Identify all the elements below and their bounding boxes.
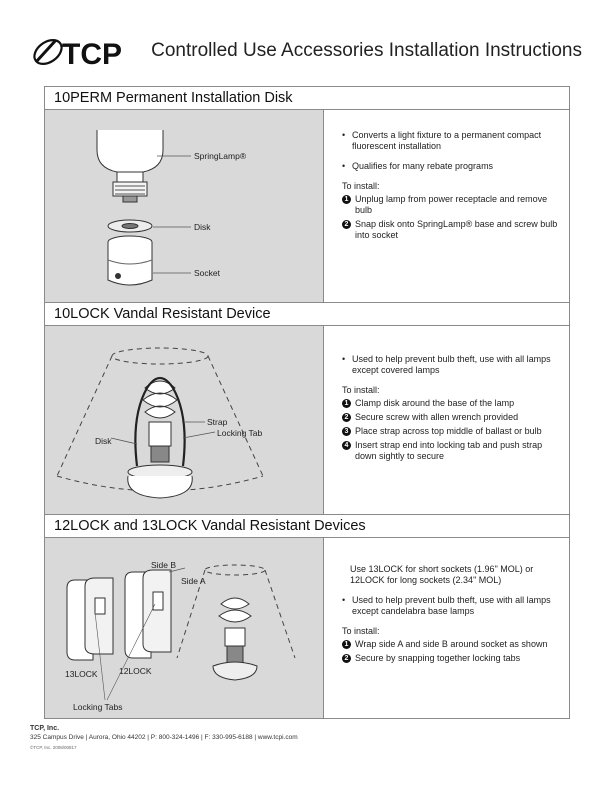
text-column: Converts a light fixture to a permanent … bbox=[324, 110, 569, 302]
install-step: 3 Place strap across top middle of balla… bbox=[342, 426, 561, 437]
document-title: Controlled Use Accessories Installation … bbox=[151, 40, 582, 61]
tcp-logo: TCP bbox=[30, 32, 140, 72]
lamp-with-lock-drawing bbox=[176, 564, 296, 681]
step-text: Secure screw with allen wrench provided bbox=[355, 412, 519, 422]
strap-drawing bbox=[134, 376, 186, 467]
springlamp-label: SpringLamp® bbox=[194, 151, 247, 161]
step-number: 2 bbox=[342, 413, 351, 422]
section-title: 12LOCK and 13LOCK Vandal Resistant Devic… bbox=[45, 515, 569, 538]
text-column: Used to help prevent bulb theft, use wit… bbox=[324, 326, 569, 514]
step-number: 1 bbox=[342, 640, 351, 649]
section-10perm: 10PERM Permanent Installation Disk bbox=[44, 86, 570, 303]
illustration-10lock: Strap Locking Tab Disk bbox=[45, 326, 324, 514]
step-text: Snap disk onto SpringLamp® base and scre… bbox=[355, 219, 558, 240]
socket-drawing bbox=[107, 235, 153, 286]
strap-label: Strap bbox=[207, 417, 228, 427]
legal-text: ©TCP, Inc. 2008/00817 bbox=[30, 745, 77, 750]
disk-drawing bbox=[107, 219, 153, 233]
bullet-item: Qualifies for many rebate programs bbox=[342, 161, 561, 172]
install-step: 2 Secure screw with allen wrench provide… bbox=[342, 412, 561, 423]
section-12lock-13lock: 12LOCK and 13LOCK Vandal Resistant Devic… bbox=[44, 514, 570, 719]
step-number: 1 bbox=[342, 195, 351, 204]
install-step: 2 Secure by snapping together locking ta… bbox=[342, 653, 561, 664]
step-text: Wrap side A and side B around socket as … bbox=[355, 639, 548, 649]
lock-12-label: 12LOCK bbox=[119, 666, 152, 676]
section-title: 10LOCK Vandal Resistant Device bbox=[45, 303, 569, 326]
install-step: 1 Wrap side A and side B around socket a… bbox=[342, 639, 561, 650]
springlamp-bulb-drawing bbox=[96, 130, 164, 203]
install-step: 1 Unplug lamp from power receptacle and … bbox=[342, 194, 561, 216]
to-install-label: To install: bbox=[342, 385, 380, 395]
company-name: TCP, Inc. bbox=[30, 725, 60, 732]
bullet-item: Converts a light fixture to a permanent … bbox=[342, 130, 561, 152]
lock-12-halves bbox=[124, 569, 172, 659]
section-title: 10PERM Permanent Installation Disk bbox=[45, 87, 569, 110]
bullet-item: Used to help prevent bulb theft, use wit… bbox=[342, 354, 561, 376]
step-text: Clamp disk around the base of the lamp bbox=[355, 398, 515, 408]
brand-text: TCP bbox=[62, 38, 122, 71]
step-number: 4 bbox=[342, 441, 351, 450]
install-step: 1 Clamp disk around the base of the lamp bbox=[342, 398, 561, 409]
lock-13-halves bbox=[66, 577, 114, 661]
step-text: Unplug lamp from power receptacle and re… bbox=[355, 194, 548, 215]
step-number: 2 bbox=[342, 220, 351, 229]
company-address: 325 Campus Drive | Aurora, Ohio 44202 | … bbox=[30, 734, 298, 741]
illustration-12lock-13lock: Side B Side A 13LOCK 12LOCK Locking Tabs bbox=[45, 538, 324, 718]
locking-tabs-label: Locking Tabs bbox=[73, 702, 122, 712]
step-text: Secure by snapping together locking tabs bbox=[355, 653, 521, 663]
disk-label: Disk bbox=[194, 222, 211, 232]
side-b-label: Side B bbox=[151, 560, 176, 570]
install-step: 4 Insert strap end into locking tab and … bbox=[342, 440, 561, 462]
section-10lock: 10LOCK Vandal Resistant Device bbox=[44, 302, 570, 515]
lock-13-label: 13LOCK bbox=[65, 669, 98, 679]
install-step: 2 Snap disk onto SpringLamp® base and sc… bbox=[342, 219, 561, 241]
step-text: Place strap across top middle of ballast… bbox=[355, 426, 542, 436]
socket-label: Socket bbox=[194, 268, 221, 278]
lampshade-outline bbox=[56, 347, 264, 492]
locking-tab-label: Locking Tab bbox=[217, 428, 262, 438]
lock-disk-drawing bbox=[127, 464, 193, 499]
side-a-label: Side A bbox=[181, 576, 206, 586]
page-footer: TCP, Inc. 325 Campus Drive | Aurora, Ohi… bbox=[30, 724, 590, 752]
to-install-label: To install: bbox=[342, 626, 380, 636]
disk-label: Disk bbox=[95, 436, 112, 446]
text-column: Use 13LOCK for short sockets (1.96" MOL)… bbox=[324, 538, 569, 718]
illustration-10perm: SpringLamp® Disk Socket bbox=[45, 110, 324, 302]
step-number: 3 bbox=[342, 427, 351, 436]
page-header: TCP Controlled Use Accessories Installat… bbox=[30, 28, 582, 72]
intro-text: Use 13LOCK for short sockets (1.96" MOL)… bbox=[350, 564, 534, 585]
step-text: Insert strap end into locking tab and pu… bbox=[355, 440, 543, 461]
step-number: 1 bbox=[342, 399, 351, 408]
cfl-bulb-drawing bbox=[142, 380, 178, 463]
step-number: 2 bbox=[342, 654, 351, 663]
bullet-item: Used to help prevent bulb theft, use wit… bbox=[342, 595, 561, 617]
to-install-label: To install: bbox=[342, 181, 380, 191]
